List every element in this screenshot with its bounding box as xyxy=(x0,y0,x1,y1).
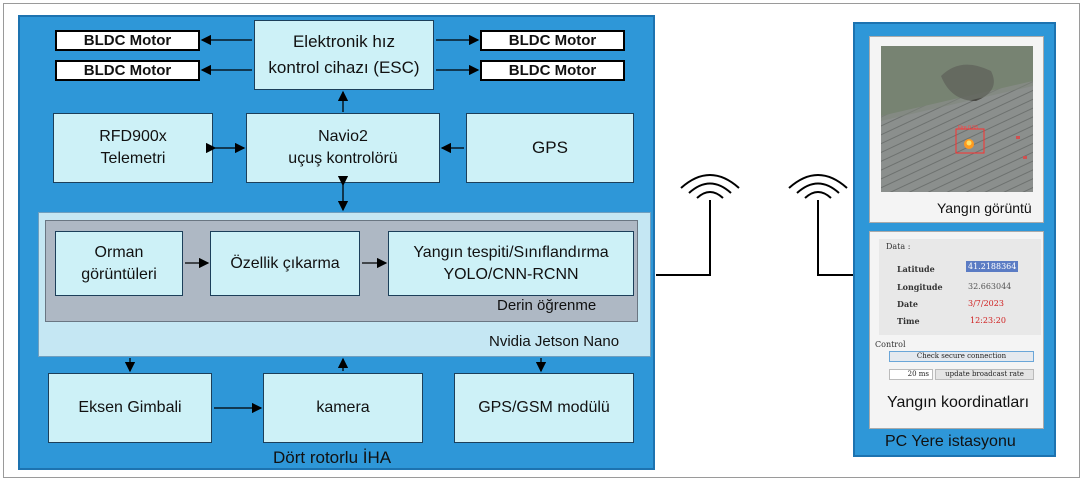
bldc-motor-bottom-right: BLDC Motor xyxy=(480,60,625,81)
uav-title: Dört rotorlu İHA xyxy=(273,448,392,467)
motor-label: BLDC Motor xyxy=(508,32,597,49)
date-label: Date xyxy=(897,299,918,309)
fire-detection-tag: Fire 0.93 xyxy=(958,125,978,131)
gs-wave-3 xyxy=(788,174,848,189)
telemetry-line-1: RFD900x xyxy=(99,128,167,145)
longitude-label: Longitude xyxy=(897,282,943,292)
gps-gsm-label: GPS/GSM modülü xyxy=(478,399,610,416)
uav-antenna-line xyxy=(656,200,711,276)
esc-line-2: kontrol cihazı (ESC) xyxy=(268,58,420,77)
uav-wave-2 xyxy=(688,182,732,194)
fire-image-caption: Yangın görüntü xyxy=(937,200,1032,216)
ground-station-title: PC Yere istasyonu xyxy=(885,433,1016,450)
fire-detection-box: Yangın tespiti/Sınıflandırma YOLO/CNN-RC… xyxy=(388,231,634,296)
gps-gsm-box: GPS/GSM modülü xyxy=(454,373,634,443)
latitude-label: Latitude xyxy=(897,264,935,274)
longitude-value: 32.663044 xyxy=(968,282,1012,291)
check-connection-button[interactable]: Check secure connection xyxy=(889,351,1034,362)
data-section xyxy=(879,239,1041,335)
broadcast-rate-input[interactable]: 20 ms xyxy=(889,369,933,380)
uav-wave-1 xyxy=(696,191,724,199)
motor-label: BLDC Motor xyxy=(508,62,597,79)
camera-box: kamera xyxy=(263,373,423,443)
uav-wave-3 xyxy=(680,174,740,189)
gimbal-box: Eksen Gimbali xyxy=(48,373,212,443)
navio-line-1: Navio2 xyxy=(318,128,368,145)
control-header: Control xyxy=(875,340,906,349)
aerial-photo-graphic xyxy=(881,46,1033,192)
bldc-motor-bottom-left: BLDC Motor xyxy=(55,60,200,81)
aerial-fire-image: Fire 0.93 xyxy=(881,46,1033,192)
esc-line-1: Elektronik hız xyxy=(292,32,396,51)
time-value: 12:23:20 xyxy=(970,316,1006,325)
deep-learning-label: Derin öğrenme xyxy=(497,297,597,314)
camera-label: kamera xyxy=(316,399,370,416)
telemetry-line-2: Telemetri xyxy=(100,150,166,167)
detection-line-2: YOLO/CNN-RCNN xyxy=(443,265,579,283)
coordinates-caption: Yangın koordinatları xyxy=(887,394,1030,411)
telemetry-box: RFD900x Telemetri xyxy=(53,113,213,183)
gps-label: GPS xyxy=(532,138,568,157)
time-label: Time xyxy=(897,316,920,326)
jetson-nano-label: Nvidia Jetson Nano xyxy=(489,333,620,350)
data-header: Data : xyxy=(886,242,911,251)
date-value: 3/7/2023 xyxy=(968,299,1004,308)
feature-extraction-box: Özellik çıkarma xyxy=(210,231,360,296)
forest-line-1: Orman xyxy=(94,243,144,261)
bldc-motor-top-right: BLDC Motor xyxy=(480,30,625,51)
bldc-motor-top-left: BLDC Motor xyxy=(55,30,200,51)
motor-label: BLDC Motor xyxy=(83,62,172,79)
navio-box: Navio2 uçuş kontrolörü xyxy=(246,113,440,183)
gs-antenna-line xyxy=(817,200,853,276)
detection-line-1: Yangın tespiti/Sınıflandırma xyxy=(413,243,609,261)
motor-label: BLDC Motor xyxy=(83,32,172,49)
forest-line-2: görüntüleri xyxy=(81,265,157,283)
feature-label: Özellik çıkarma xyxy=(230,254,340,272)
latitude-value: 41.2188364 xyxy=(966,261,1019,272)
forest-images-box: Orman görüntüleri xyxy=(55,231,183,296)
gimbal-label: Eksen Gimbali xyxy=(78,399,182,416)
navio-line-2: uçuş kontrolörü xyxy=(288,150,398,167)
figure-frame xyxy=(3,3,1080,478)
esc-box: Elektronik hız kontrol cihazı (ESC) xyxy=(254,20,434,90)
gps-box: GPS xyxy=(466,113,634,183)
update-rate-button[interactable]: update broadcast rate xyxy=(935,369,1034,380)
gs-wave-2 xyxy=(796,182,840,194)
gs-wave-1 xyxy=(804,191,832,199)
